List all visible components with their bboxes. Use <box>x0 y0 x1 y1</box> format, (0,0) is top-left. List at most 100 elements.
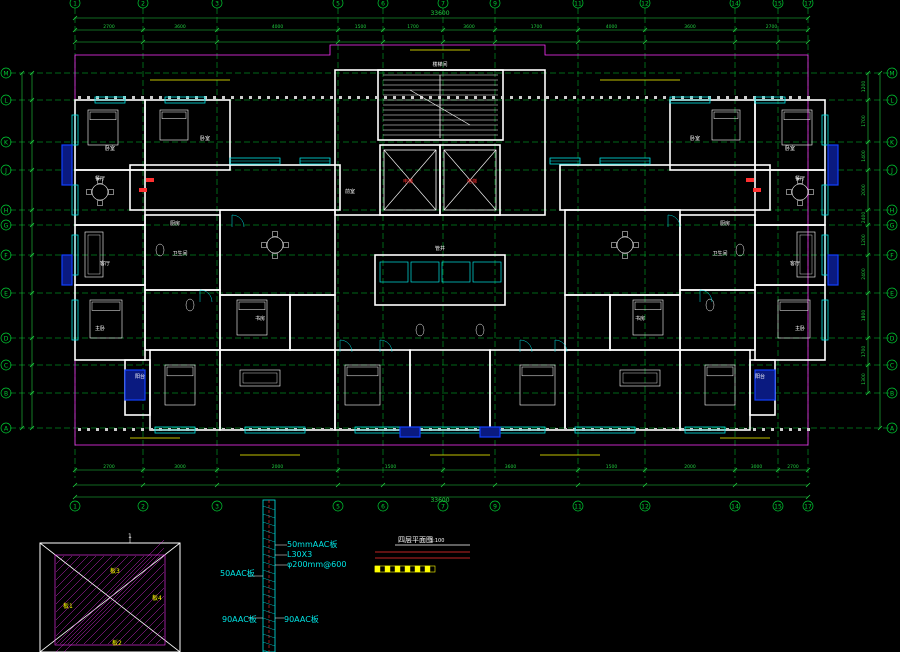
axis-bubble-left <box>0 94 12 106</box>
wall-hatch <box>249 96 252 99</box>
chair <box>283 242 289 248</box>
wall-hatch <box>339 96 342 99</box>
red-marker <box>146 178 154 182</box>
wall-hatch <box>78 96 81 99</box>
drawing-title: 四层平面图 <box>398 536 433 544</box>
dim-bottom-label: 3600 <box>505 464 517 470</box>
detail-hatch <box>55 555 73 573</box>
wall-bedroom-north-2 <box>669 99 756 171</box>
bed-pillow <box>779 301 809 311</box>
balcony <box>827 254 839 286</box>
axis-label-top: 3 <box>215 1 219 8</box>
dim-left-tick <box>29 290 35 296</box>
axis-label-bottom: 17 <box>804 504 812 511</box>
dim-bottom-2-tick <box>380 482 386 488</box>
dim-bottom-2-tick <box>335 482 341 488</box>
detail-panel-4: 板4 <box>152 594 162 602</box>
dim-bottom-2-tick <box>440 482 446 488</box>
dim-left-tick <box>29 222 35 228</box>
pipe-shaft <box>472 261 502 283</box>
wall-hatch <box>186 96 189 99</box>
wall-hatch <box>393 428 396 431</box>
dim-right-tick <box>865 390 871 396</box>
axis-label-top: 12 <box>641 1 649 8</box>
toilet <box>185 298 195 312</box>
door-swing <box>699 289 713 303</box>
wall-hatch <box>213 428 216 431</box>
wall-hatch <box>330 96 333 99</box>
axis-bubble-top <box>332 0 344 9</box>
axis-label-bottom: 5 <box>336 504 340 511</box>
detail-hatch <box>67 547 165 645</box>
dim-bottom-2-tick <box>140 482 146 488</box>
wall-hatch <box>537 96 540 99</box>
legend-anchor-spacing: φ200mm@600 <box>287 560 346 569</box>
wall-hatch <box>294 96 297 99</box>
dim-bottom-tick <box>805 467 811 473</box>
wall-hatch <box>258 428 261 431</box>
balcony <box>399 426 421 438</box>
dim-left-tick <box>29 362 35 368</box>
dining-table <box>266 236 284 254</box>
detail-hatch <box>75 555 165 645</box>
wall-hatch <box>519 428 522 431</box>
detail-hatch <box>55 555 89 589</box>
axis-bubble-right <box>886 164 898 176</box>
wall-hatch <box>591 96 594 99</box>
chair <box>97 178 103 184</box>
room-label-right: 主卧 <box>795 325 805 332</box>
bed-pillow <box>89 111 117 120</box>
axis-label-right: H <box>890 208 895 215</box>
wall-hatch <box>690 96 693 99</box>
chair <box>272 231 278 237</box>
sofa <box>84 231 104 278</box>
legend-aac-90-a: 90AAC板 <box>222 614 257 624</box>
axis-label-bottom: 14 <box>731 504 739 511</box>
dim-overall-bottom-tick <box>805 494 811 500</box>
wall-hatch <box>276 428 279 431</box>
axis-bubble-bottom <box>437 500 449 512</box>
wall-hatch <box>798 96 801 99</box>
wall-hatch <box>573 428 576 431</box>
wall-hatch <box>240 96 243 99</box>
detail-hatch <box>55 555 121 621</box>
wall-hatch <box>150 428 153 431</box>
door-swing <box>519 339 533 353</box>
wall-hatch <box>744 96 747 99</box>
detail-hatch <box>55 555 137 637</box>
dim-bottom-tick <box>72 467 78 473</box>
dim-left-tick <box>29 139 35 145</box>
dim-right-label: 2400 <box>861 212 867 224</box>
dim-right-label: 1200 <box>861 81 867 93</box>
dim-top-detail-tick <box>805 39 811 45</box>
wall-hatch <box>348 428 351 431</box>
bed-pillow <box>634 301 662 310</box>
wall-hatch <box>627 96 630 99</box>
dim-top-label: 4000 <box>606 24 618 30</box>
axis-bubble-top <box>639 0 651 9</box>
chair <box>786 189 792 195</box>
wall-hatch <box>618 96 621 99</box>
section-hatch <box>262 585 276 591</box>
wall-hatch <box>231 428 234 431</box>
core-label-elevator: 电梯 <box>403 178 413 185</box>
axis-label-bottom: 6 <box>381 504 385 511</box>
chair <box>622 231 628 237</box>
wall-hatch <box>375 428 378 431</box>
axis-label-right: D <box>890 336 895 343</box>
axis-label-left: C <box>4 363 8 370</box>
wall-hatch <box>753 428 756 431</box>
section-hatch <box>262 545 276 551</box>
axis-bubble-left <box>0 387 12 399</box>
dim-top-detail-tick <box>335 39 341 45</box>
wall-hatch <box>807 96 810 99</box>
dim-bottom-tick <box>140 467 146 473</box>
wall-hatch <box>285 96 288 99</box>
wall-hatch <box>168 96 171 99</box>
axis-bubble-top <box>211 0 223 9</box>
dim-top-label: 3600 <box>463 24 475 30</box>
dim-bottom-2-tick <box>732 482 738 488</box>
wall-hatch <box>546 96 549 99</box>
axis-bubble-bottom <box>137 500 149 512</box>
wall-hatch <box>141 428 144 431</box>
